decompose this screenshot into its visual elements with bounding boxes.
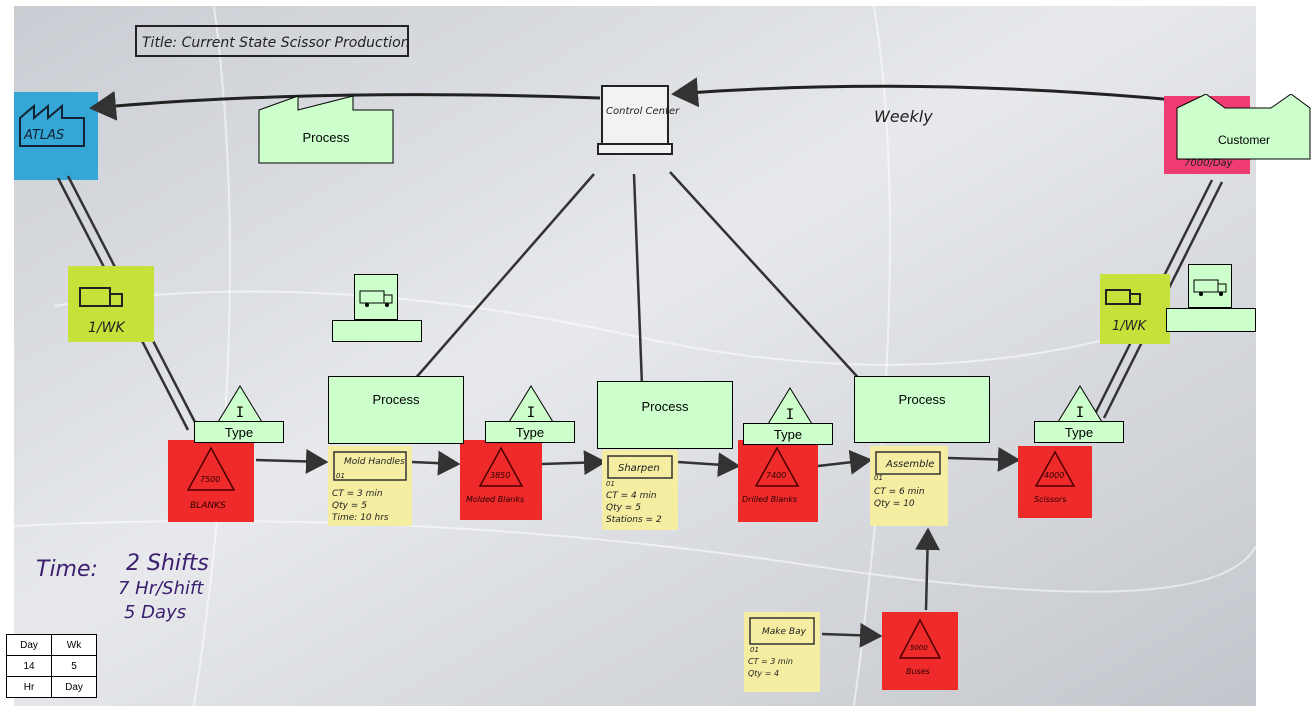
svg-text:Scissors: Scissors	[1034, 495, 1066, 504]
timetable-row: Day Wk	[6, 634, 97, 656]
svg-text:CT = 3 min: CT = 3 min	[748, 657, 793, 666]
inventory-triangle-2: I	[508, 385, 554, 423]
svg-text:5 Days: 5 Days	[124, 602, 186, 623]
type-label-3: Type	[743, 423, 833, 445]
truck-icon	[1193, 279, 1227, 296]
inventory-note-buses: 5000 Buses	[882, 612, 958, 690]
inventory-note-drilled: 7400 Drilled Blanks	[738, 440, 818, 522]
process-note-name: Assemble	[885, 459, 934, 470]
title-text: Title: Current State Scissor Production	[142, 35, 410, 51]
timetable-row: Hr Day	[6, 676, 97, 698]
timetable-row: 14 5	[6, 655, 97, 677]
process-box-2: Process	[597, 381, 733, 449]
process-note-assemble: Assemble 01 CT = 6 min Qty = 10	[870, 446, 948, 526]
svg-text:Buses: Buses	[906, 667, 930, 676]
left-truck-box	[354, 274, 398, 320]
process-note-name: Sharpen	[618, 463, 660, 474]
svg-text:7500: 7500	[200, 475, 220, 484]
svg-text:01: 01	[874, 474, 883, 482]
control-center-label: Control Center	[606, 106, 680, 117]
svg-text:01: 01	[750, 646, 759, 654]
svg-text:5000: 5000	[910, 644, 928, 652]
svg-text:Qty = 4: Qty = 4	[748, 669, 779, 678]
customer-factory-label: Customer	[1218, 133, 1270, 147]
weekly-label: Weekly	[874, 107, 933, 126]
supplier-factory-label: Process	[303, 130, 350, 145]
right-frequency: 1/WK	[1112, 319, 1148, 334]
svg-text:7400: 7400	[766, 471, 786, 480]
time-annotation: Time: 2 Shifts 7 Hr/Shift 5 Days	[36, 551, 209, 623]
supplier-name: ATLAS	[23, 128, 64, 143]
process-label: Process	[372, 392, 420, 407]
type-label-1: Type	[194, 421, 284, 443]
customer-factory-icon: Customer	[1176, 94, 1311, 160]
svg-text:CT = 3 min: CT = 3 min	[332, 489, 383, 499]
process-label: Process	[898, 392, 946, 407]
svg-text:Time:: Time:	[36, 557, 98, 582]
supplier-factory-icon: Process	[258, 96, 394, 164]
right-truck-box	[1188, 264, 1232, 308]
svg-text:2 Shifts: 2 Shifts	[126, 551, 209, 576]
truck-icon	[359, 290, 393, 307]
process-box-1: Process	[328, 376, 464, 444]
right-freight-note	[1100, 274, 1170, 344]
inventory-triangle-1: I	[217, 385, 263, 423]
type-label-2: Type	[485, 421, 575, 443]
customer-demand: 7000/Day	[1184, 158, 1234, 169]
type-label-4: Type	[1034, 421, 1124, 443]
inventory-symbol: I	[1076, 405, 1084, 421]
svg-text:Qty = 5: Qty = 5	[332, 501, 367, 511]
process-box-3: Process	[854, 376, 990, 443]
svg-text:01: 01	[336, 472, 345, 480]
process-note-make-bay: Make Bay 01 CT = 3 min Qty = 4	[744, 612, 820, 692]
inventory-triangle-4: I	[1057, 385, 1103, 423]
process-note-sharpen: Sharpen 01 CT = 4 min Qty = 5 Stations =…	[602, 450, 678, 530]
inventory-symbol: I	[236, 405, 244, 421]
process-note-name: Make Bay	[762, 627, 807, 637]
svg-text:Drilled Blanks: Drilled Blanks	[742, 495, 797, 504]
svg-text:BLANKS: BLANKS	[190, 501, 226, 511]
timetable: Day Wk 14 5 Hr Day	[6, 634, 97, 698]
left-truck-base	[332, 320, 422, 342]
inventory-symbol: I	[786, 407, 794, 423]
process-note-mold: Mold Handles 01 CT = 3 min Qty = 5 Time:…	[328, 446, 412, 526]
right-truck-base	[1166, 308, 1256, 332]
svg-text:CT = 6 min: CT = 6 min	[874, 487, 925, 497]
svg-text:Time: 10 hrs: Time: 10 hrs	[332, 513, 389, 523]
svg-text:Molded Blanks: Molded Blanks	[466, 495, 524, 504]
svg-text:3850: 3850	[490, 471, 510, 480]
whiteboard-photo: Title: Current State Scissor Production …	[14, 6, 1256, 706]
svg-text:CT = 4 min: CT = 4 min	[606, 491, 657, 501]
inventory-note-molded: 3850 Molded Blanks	[460, 440, 542, 520]
svg-text:Qty = 5: Qty = 5	[606, 503, 641, 513]
svg-text:4000: 4000	[1044, 471, 1064, 480]
inventory-note-scissors: 4000 Scissors	[1018, 446, 1092, 518]
inventory-triangle-3: I	[767, 387, 813, 425]
inventory-note-blanks: 7500 BLANKS	[168, 440, 254, 522]
title-box	[135, 25, 409, 57]
svg-text:7 Hr/Shift: 7 Hr/Shift	[118, 578, 204, 599]
svg-text:01: 01	[606, 480, 615, 488]
svg-text:Qty = 10: Qty = 10	[874, 499, 915, 509]
svg-text:Stations = 2: Stations = 2	[606, 515, 662, 525]
left-frequency: 1/WK	[88, 320, 126, 336]
process-label: Process	[641, 399, 689, 414]
process-note-name: Mold Handles	[344, 457, 405, 467]
inventory-symbol: I	[527, 405, 535, 421]
